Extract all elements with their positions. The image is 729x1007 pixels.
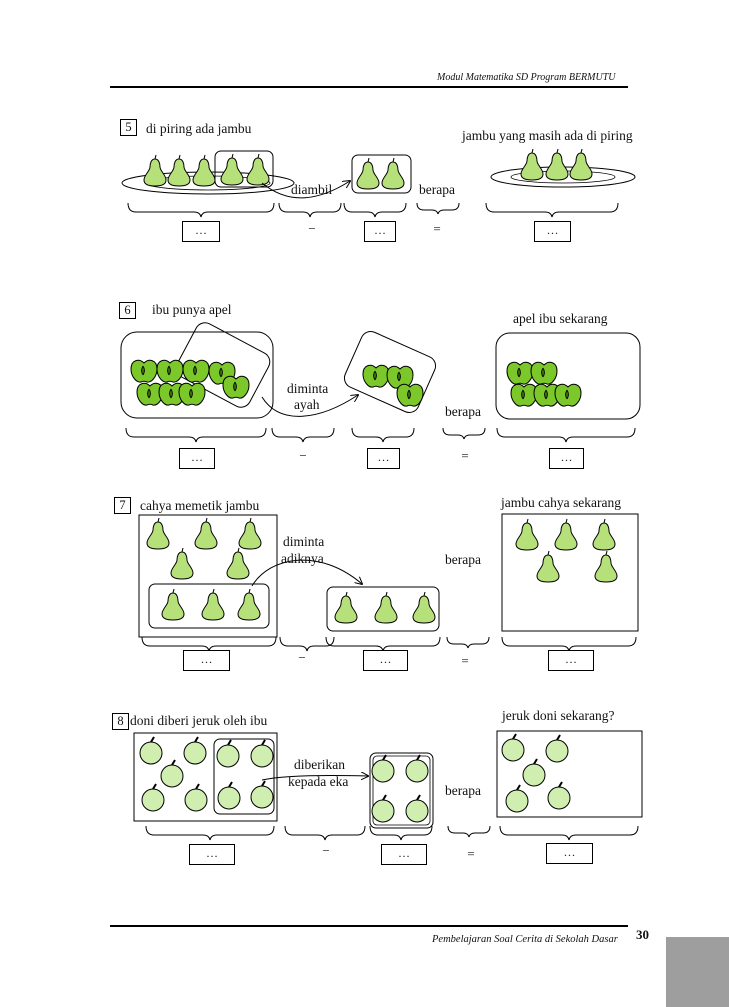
problem-8-answer-1[interactable]: …: [189, 844, 235, 865]
apple-icon: [182, 359, 210, 383]
problem-8-question: berapa: [445, 783, 481, 798]
problem-8-answer-2[interactable]: …: [381, 844, 427, 865]
problem-8-action-line2: kepada eka: [288, 774, 349, 789]
problem-5-graphics: [121, 148, 636, 218]
problem-8-minus: −: [322, 843, 330, 858]
problem-7-answer-2[interactable]: …: [363, 650, 408, 671]
pear-icon: [167, 154, 191, 187]
problem-5-minus: −: [308, 221, 316, 236]
pear-icon: [192, 154, 216, 187]
problem-6-number: 6: [119, 302, 136, 319]
problem-8-graphics: [133, 730, 643, 841]
problem-7-action-line1: diminta: [283, 534, 325, 549]
apple-icon: [510, 383, 538, 407]
problem-6-answer-1[interactable]: …: [179, 448, 215, 469]
apple-icon: [386, 365, 414, 389]
problem-5-action: diambil: [291, 182, 333, 197]
pear-icon: [520, 148, 544, 181]
problem-7-intro: cahya memetik jambu: [140, 498, 260, 513]
problem-6-question: berapa: [445, 404, 481, 419]
header-rule: [110, 86, 628, 88]
problem-6-action-line1: diminta: [287, 381, 329, 396]
problem-5-equals: =: [433, 221, 441, 236]
problem-5-question: berapa: [419, 182, 455, 197]
pear-icon: [569, 148, 593, 181]
apple-icon: [178, 382, 206, 406]
page-number: 30: [636, 927, 649, 942]
problem-7-minus: −: [298, 650, 306, 665]
problem-5-intro: di piring ada jambu: [146, 121, 252, 136]
problem-5-answer-3[interactable]: …: [534, 221, 571, 242]
problem-7-graphics: [138, 513, 639, 652]
apple-icon: [362, 364, 390, 388]
apple-icon: [222, 375, 250, 399]
problem-6-graphics: [120, 322, 641, 443]
problem-8-action-line1: diberikan: [294, 757, 345, 772]
problem-7-number: 7: [114, 497, 131, 514]
pear-icon: [545, 148, 569, 181]
apple-icon: [156, 359, 184, 383]
apple-icon: [130, 359, 158, 383]
apple-icon: [554, 383, 582, 407]
pear-icon: [143, 154, 167, 187]
problem-5-answer-1[interactable]: …: [182, 221, 220, 242]
problem-6-answer-3[interactable]: …: [549, 448, 584, 469]
problem-5-answer-2[interactable]: …: [364, 221, 396, 242]
problem-7-equals: =: [461, 653, 469, 668]
problem-6-minus: −: [299, 448, 307, 463]
problem-6-answer-2[interactable]: …: [367, 448, 400, 469]
footer-text: Pembelajaran Soal Cerita di Sekolah Dasa…: [432, 934, 618, 945]
problem-6-result-label: apel ibu sekarang: [513, 311, 608, 326]
apple-icon: [506, 361, 534, 385]
problem-8-result-label: jeruk doni sekarang?: [502, 708, 615, 723]
problem-8-answer-3[interactable]: …: [546, 843, 593, 864]
footer-rule: [110, 925, 628, 927]
problem-5-number: 5: [120, 119, 137, 136]
problem-8-equals: =: [467, 846, 475, 861]
problem-6-action-line2: ayah: [294, 397, 320, 412]
corner-gray-block: [666, 937, 729, 1007]
header-title: Modul Matematika SD Program BERMUTU: [437, 72, 616, 83]
problem-6-intro: ibu punya apel: [152, 302, 232, 317]
problem-7-answer-1[interactable]: …: [183, 650, 230, 671]
problem-7-action-line2: adiknya: [281, 551, 324, 566]
apple-icon: [530, 361, 558, 385]
problem-7-answer-3[interactable]: …: [548, 650, 594, 671]
pear-icon: [246, 153, 270, 186]
problem-6-equals: =: [461, 448, 469, 463]
problem-8-number: 8: [112, 713, 129, 730]
problem-8-intro: doni diberi jeruk oleh ibu: [130, 713, 268, 728]
problem-7-result-label: jambu cahya sekarang: [501, 495, 621, 510]
problem-5-result-label: jambu yang masih ada di piring: [462, 128, 633, 143]
problem-7-question: berapa: [445, 552, 481, 567]
pear-icon: [220, 153, 244, 186]
apple-icon: [396, 383, 424, 407]
